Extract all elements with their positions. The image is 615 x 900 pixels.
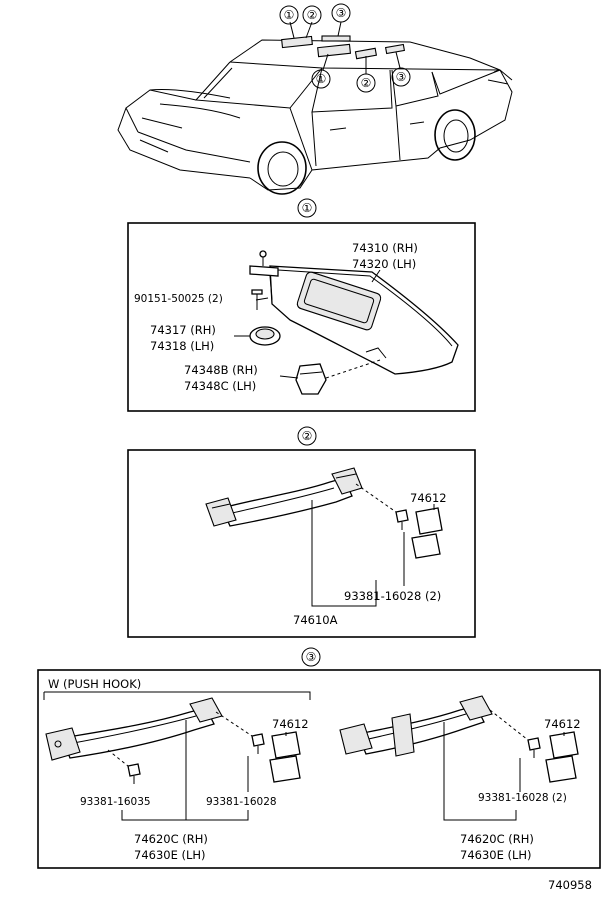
visor-screw xyxy=(251,289,263,310)
label-right-grip-rh: 74620C (RH) xyxy=(460,832,534,846)
label-left-bolt-a: 93381-16035 xyxy=(80,796,151,808)
section-3-marker: ③ xyxy=(306,650,317,664)
label-visor-rh: 74310 (RH) xyxy=(352,241,418,255)
label-left-grip-rh: 74620C (RH) xyxy=(134,832,208,846)
label-push-hook: W (PUSH HOOK) xyxy=(48,677,141,691)
car-callouts: ① ② ③ ① ② ③ xyxy=(279,3,411,93)
label-right-bolt: 93381-16028 (2) xyxy=(478,792,567,804)
callout-side-3: ③ xyxy=(396,70,407,84)
push-hook-bolt-b xyxy=(215,711,265,754)
label-right-grip-lh: 74630E (LH) xyxy=(460,848,532,862)
right-grip-bolt xyxy=(489,709,541,758)
label-holder-lh: 74318 (LH) xyxy=(150,339,214,353)
callout-side-2: ② xyxy=(361,76,372,90)
label-clip-rh: 74348B (RH) xyxy=(184,363,258,377)
label-clip-lh: 74348C (LH) xyxy=(184,379,256,393)
push-hook-bolt-a xyxy=(107,749,141,784)
label-left-cover: 74612 xyxy=(272,717,309,731)
label-grip: 74610A xyxy=(293,613,338,627)
callout-roof-1: ① xyxy=(284,8,295,22)
label-visor-screw: 90151-50025 (2) xyxy=(134,293,223,305)
sun-visor xyxy=(249,250,459,375)
label-left-grip-lh: 74630E (LH) xyxy=(134,848,206,862)
label-grip-cover: 74612 xyxy=(410,491,447,505)
label-right-cover: 74612 xyxy=(544,717,581,731)
assist-grip xyxy=(205,467,363,527)
callout-roof-2: ② xyxy=(307,8,318,22)
car-illustration xyxy=(117,21,513,195)
label-holder-rh: 74317 (RH) xyxy=(150,323,216,337)
section-2-box xyxy=(127,449,476,638)
figure-code: 740958 xyxy=(548,878,592,892)
section-1-marker: ① xyxy=(302,201,313,215)
label-left-bolt-b: 93381-16028 xyxy=(206,796,277,808)
callout-side-1: ① xyxy=(316,72,327,86)
callout-roof-3: ③ xyxy=(336,6,347,20)
section-3-box xyxy=(37,669,601,869)
visor-clip xyxy=(295,359,381,395)
assist-grip-right xyxy=(339,695,493,757)
grip-bolt xyxy=(355,483,409,530)
section-1-box xyxy=(127,222,476,412)
label-visor-lh: 74320 (LH) xyxy=(352,257,416,271)
push-hook-grip xyxy=(45,697,223,761)
push-hook-cover-left xyxy=(269,731,301,783)
grip-cover xyxy=(411,507,443,559)
section-2-marker: ② xyxy=(302,429,313,443)
visor-holder xyxy=(249,326,281,346)
push-hook-cover-right xyxy=(545,731,579,783)
label-grip-bolt: 93381-16028 (2) xyxy=(344,589,441,603)
